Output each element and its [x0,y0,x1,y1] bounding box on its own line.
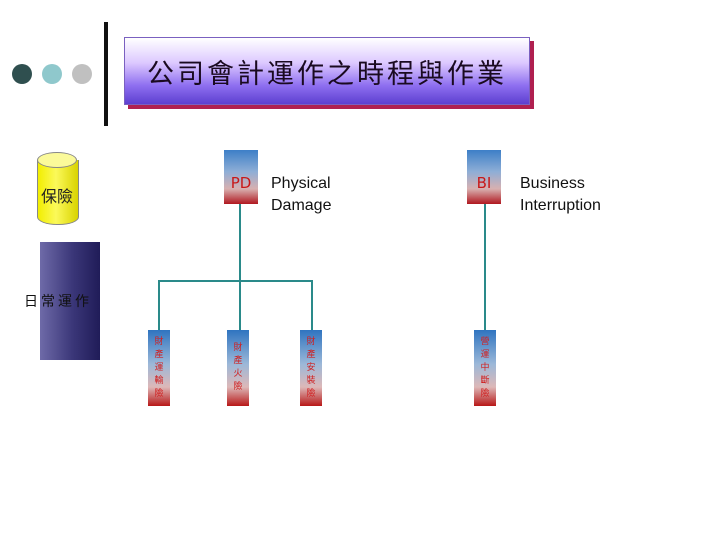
pd-node-label: PD [230,174,252,192]
leaf-char: 財 [233,343,243,353]
bi-description-line-1: Business [520,175,585,192]
leaf-business-interruption: 營 運 中 斷 險 [474,330,496,406]
leaf-char: 險 [480,388,490,399]
leaf-property-installation: 財 產 安 裝 險 [300,330,322,406]
leaf-3-drop [311,280,313,330]
leaf-char: 運 [154,362,164,373]
leaf-char: 產 [233,356,243,366]
pd-description-line-2: Damage [271,197,332,214]
leaf-char: 產 [306,349,316,360]
leaf-char: 火 [233,369,243,379]
leaf-char: 輸 [154,375,164,386]
leaf-property-fire: 財 產 火 險 [227,330,249,406]
pd-node: PD [224,150,258,204]
leaf-char: 斷 [480,375,490,386]
leaf-char: 財 [154,336,164,347]
bullet-dot-3 [72,64,92,84]
insurance-label: 保險 [40,187,73,206]
leaf-char: 營 [480,336,490,347]
leaf-char: 險 [154,388,164,399]
bullet-dot-2 [42,64,62,84]
leaf-2-drop [239,280,241,330]
title-banner: 公司會計運作之時程與作業 [124,37,530,105]
leaf-char: 險 [306,388,316,399]
insurance-cylinder-top [37,152,77,168]
leaf-char: 中 [480,362,490,373]
bi-node-label: BI [476,174,492,192]
leaf-char: 裝 [306,375,316,386]
leaf-char: 運 [480,349,490,360]
bi-stem [484,203,486,330]
leaf-property-transport: 財 產 運 輸 險 [148,330,170,406]
leaf-char: 安 [306,362,316,373]
bi-description-line-2: Interruption [520,197,601,214]
pd-branch-bar [158,280,313,282]
leaf-1-drop [158,280,160,330]
bi-description: Business Interruption [520,173,601,217]
leaf-char: 產 [154,349,164,360]
pd-description: Physical Damage [271,173,331,217]
pd-stem [239,203,241,281]
daily-operations-label: 日常運作 [24,294,92,310]
page-title: 公司會計運作之時程與作業 [147,58,507,90]
title-divider [104,22,108,126]
pd-description-line-1: Physical [271,175,331,192]
leaf-char: 財 [306,336,316,347]
bi-node: BI [467,150,501,204]
bullet-dot-1 [12,64,32,84]
insurance-cylinder [37,160,79,225]
leaf-char: 險 [233,382,243,392]
daily-operations-block [40,242,100,360]
